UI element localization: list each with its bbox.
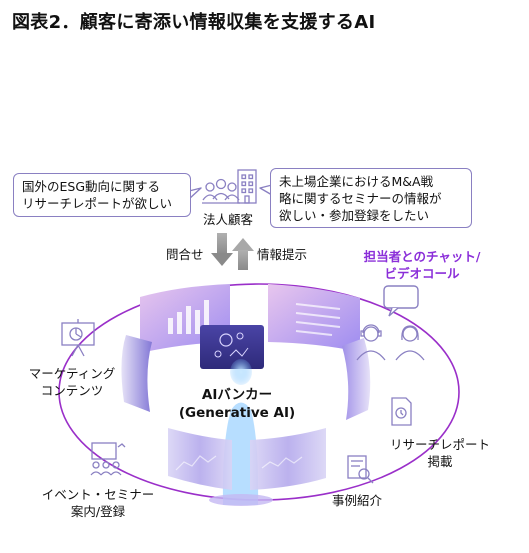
event-line2: 案内/登録 [70, 504, 126, 519]
ai-banker-line2: (Generative AI) [178, 405, 296, 421]
inquiry-arrow [211, 233, 233, 266]
presentation-board-icon [61, 319, 95, 357]
ai-screen [200, 325, 264, 369]
bubble-right-line2: 略に関するセミナーの情報が [279, 191, 442, 206]
marketing-label: マーケティング コンテンツ [20, 365, 124, 399]
front-panel-left [168, 428, 232, 490]
corporate-client-label: 法人顧客 [203, 212, 254, 227]
marketing-line1: マーケティング [28, 366, 116, 381]
ai-banker-line1: AIバンカー [201, 387, 273, 403]
report-line2: 掲載 [427, 454, 453, 469]
person-headset-icon [356, 324, 386, 361]
back-panel-right [268, 284, 360, 352]
magnifier-document-icon [347, 455, 374, 484]
info-provision-label: 情報提示 [257, 247, 308, 262]
chat-video-line2: ビデオコール [384, 266, 460, 281]
bubble-right-line1: 未上場企業におけるM&A戦 [279, 174, 434, 189]
bubble-left: 国外のESG動向に関する リサーチレポートが欲しい [13, 173, 191, 217]
event-line1: イベント・セミナー [41, 487, 155, 502]
chat-video-line1: 担当者とのチャット/ [363, 249, 481, 264]
bubble-tail-left [188, 187, 202, 200]
bubble-tail-right [259, 184, 273, 196]
left-panel [121, 335, 152, 412]
case-study-label: 事例紹介 [331, 493, 382, 508]
bubble-left-line2: リサーチレポートが欲しい [22, 196, 173, 211]
bubble-right-line3: 欲しい・参加登録をしたい [279, 208, 430, 223]
report-label: リサーチレポート 掲載 [385, 436, 495, 470]
report-line1: リサーチレポート [389, 437, 490, 452]
document-lines-graphic [295, 303, 341, 336]
event-audience-icon [90, 442, 126, 476]
right-panel [342, 338, 371, 420]
marketing-line2: コンテンツ [40, 383, 104, 398]
bubble-left-line1: 国外のESG動向に関する [22, 179, 161, 194]
document-clock-icon [391, 397, 412, 426]
chat-bubble-icon [383, 285, 419, 317]
ai-banker-label: AIバンカー (Generative AI) [170, 386, 304, 422]
front-panel-graphics [175, 455, 303, 471]
bar-chart-graphic [168, 300, 209, 334]
person-woman-icon [395, 325, 425, 361]
info-provision-arrow [232, 238, 254, 270]
chat-video-label: 担当者とのチャット/ ビデオコール [352, 248, 492, 282]
page-title: 図表2．顧客に寄添い情報収集を支援するAI [12, 12, 376, 33]
people-group-icon [202, 178, 240, 204]
event-label: イベント・セミナー 案内/登録 [36, 486, 160, 520]
bubble-right: 未上場企業におけるM&A戦 略に関するセミナーの情報が 欲しい・参加登録をしたい [270, 168, 472, 228]
inquiry-label: 問合せ [166, 247, 204, 262]
building-icon [237, 169, 257, 204]
